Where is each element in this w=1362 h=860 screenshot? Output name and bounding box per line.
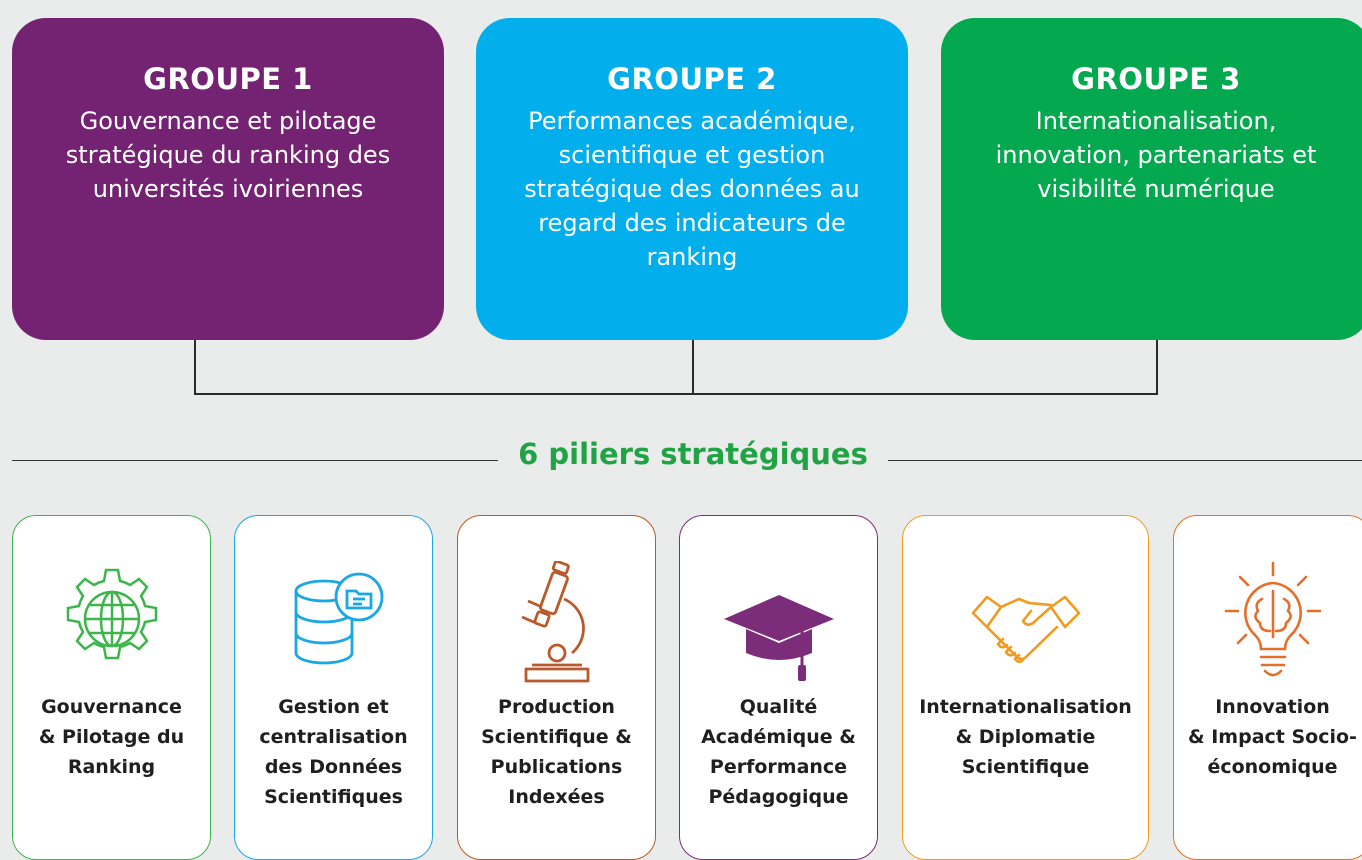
pillar-scientific-production: Production Scientifique & Publications I…	[457, 515, 656, 860]
group-2-title: GROUPE 2	[607, 62, 777, 96]
pillar-label: Innovation & Impact Socio- économique	[1188, 696, 1357, 778]
group-1-box: GROUPE 1 Gouvernance et pilotage stratég…	[12, 18, 444, 340]
database-folder-icon	[294, 572, 383, 665]
pillar-data-management: Gestion et centralisation des Données Sc…	[234, 515, 433, 860]
connector-g1	[194, 340, 196, 394]
group-1-description: Gouvernance et pilotage stratégique du r…	[65, 107, 391, 203]
connector-g2	[692, 340, 694, 394]
section-divider-right	[888, 460, 1362, 461]
pillar-label: Internationalisation & Diplomatie Scient…	[919, 696, 1132, 778]
group-3-box: GROUPE 3 Internationalisation, innovatio…	[941, 18, 1362, 340]
pillar-label: Production Scientifique & Publications I…	[481, 696, 632, 808]
handshake-icon	[971, 595, 1080, 664]
pillar-academic-quality: Qualité Académique & Performance Pédagog…	[679, 515, 878, 860]
microscope-icon	[520, 561, 589, 683]
pillar-label: Qualité Académique & Performance Pédagog…	[701, 696, 856, 808]
group-2-description: Performances académique, scientifique et…	[524, 107, 860, 271]
connector-g3	[1156, 340, 1158, 394]
pillar-label: Gouvernance & Pilotage du Ranking	[38, 696, 185, 778]
group-3-description: Internationalisation, innovation, parten…	[995, 107, 1317, 203]
group-1-title: GROUPE 1	[143, 62, 313, 96]
connector-horizontal	[194, 393, 1158, 395]
section-divider-left	[12, 460, 498, 461]
pillar-innovation: Innovation & Impact Socio- économique	[1173, 515, 1362, 860]
section-title: 6 piliers stratégiques	[518, 437, 868, 471]
group-2-box: GROUPE 2 Performances académique, scient…	[476, 18, 908, 340]
gear-globe-icon	[66, 568, 157, 660]
graduation-cap-icon	[723, 595, 834, 681]
pillar-internationalisation: Internationalisation & Diplomatie Scient…	[902, 515, 1149, 860]
pillar-label: Gestion et centralisation des Données Sc…	[259, 696, 408, 808]
pillar-governance: Gouvernance & Pilotage du Ranking	[12, 515, 211, 860]
group-3-title: GROUPE 3	[1071, 62, 1241, 96]
lightbulb-brain-icon	[1224, 561, 1321, 677]
